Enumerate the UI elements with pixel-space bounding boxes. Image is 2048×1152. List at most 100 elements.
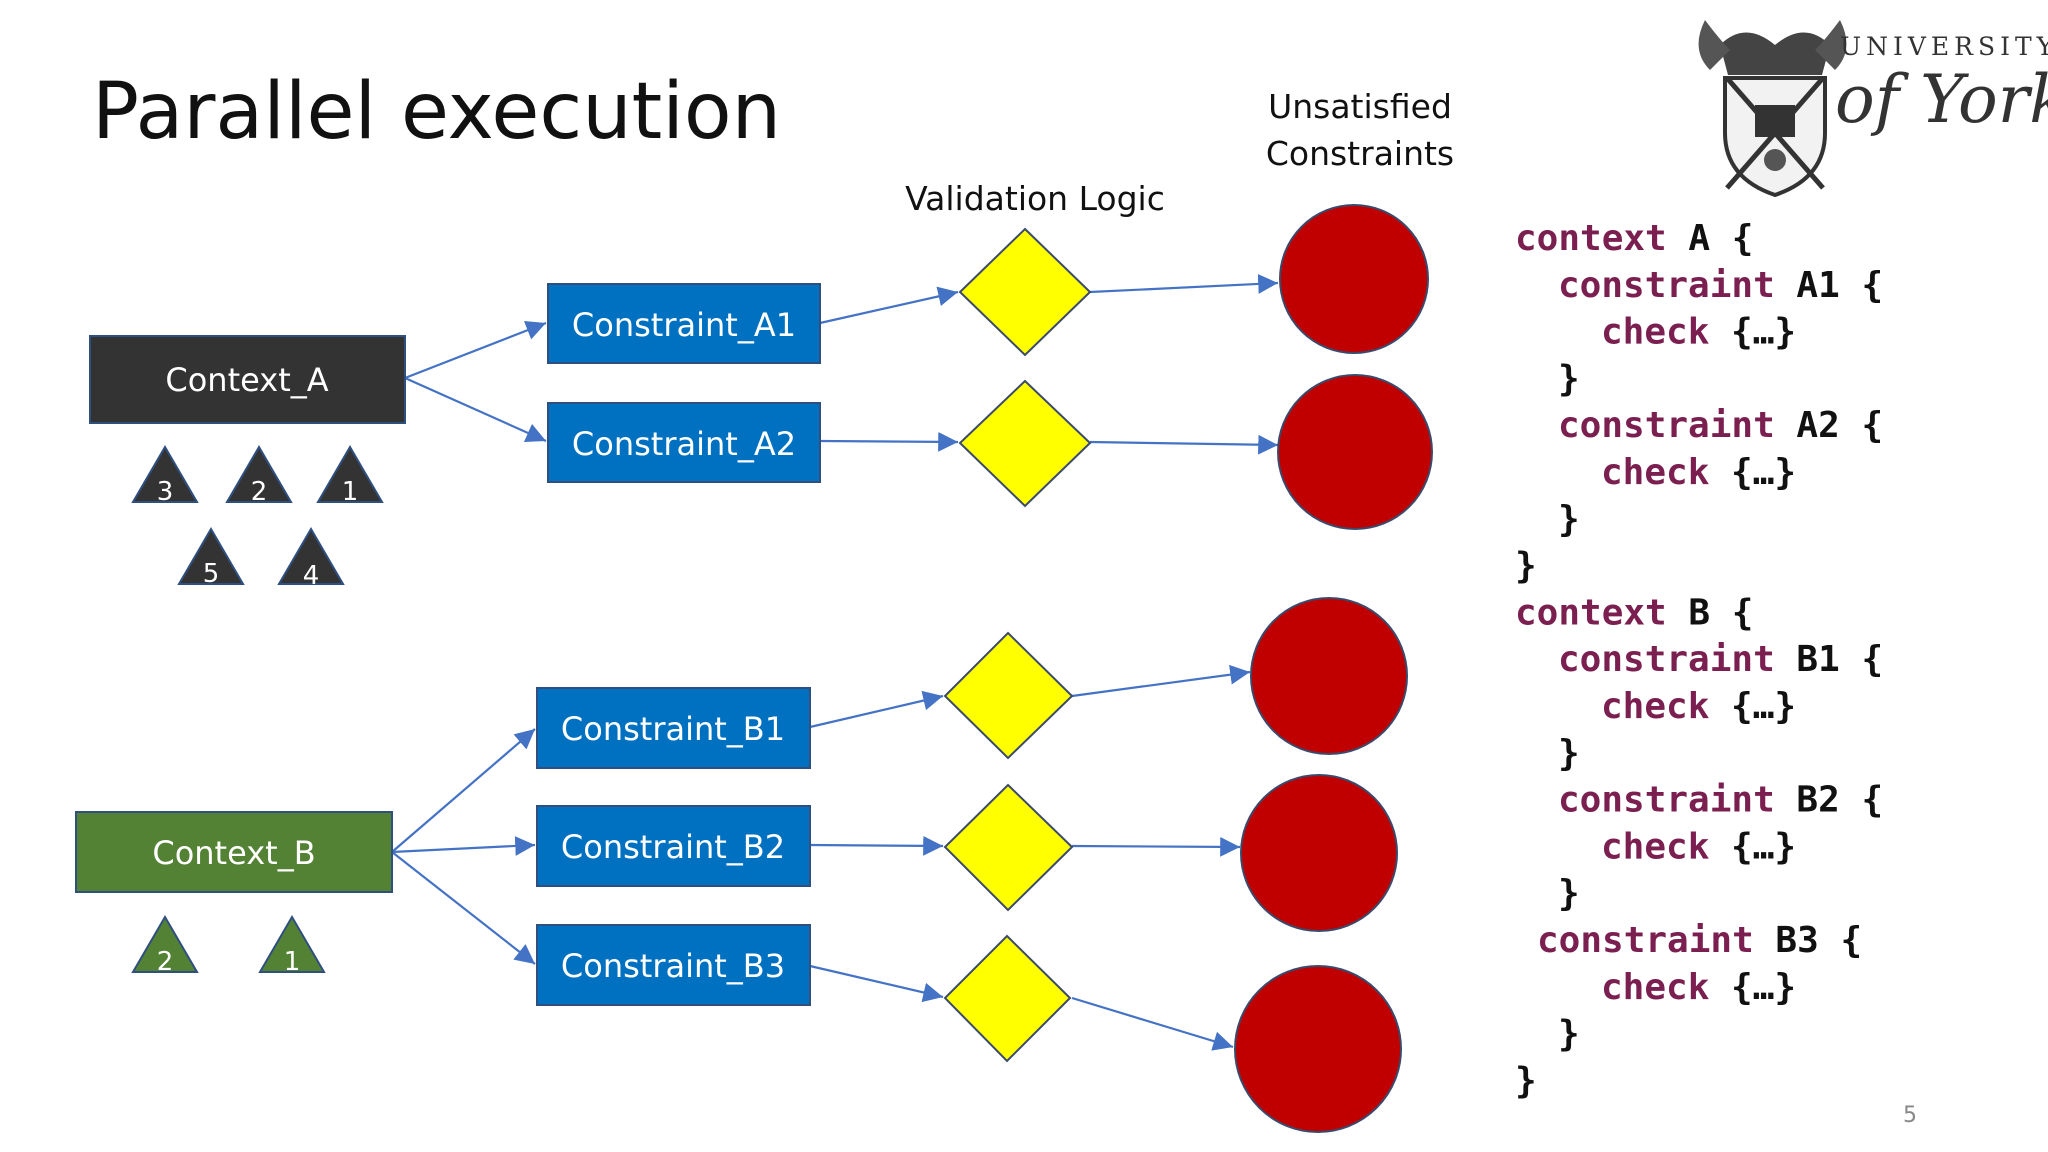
code-token: B1	[1775, 639, 1840, 680]
context-a-label: Context_A	[165, 361, 328, 399]
code-token: constraint	[1537, 920, 1754, 961]
code-token: A2	[1775, 405, 1840, 446]
code-line: }	[1558, 358, 1580, 399]
unsatisfied-circle-b2	[1240, 774, 1398, 932]
code-token: constraint	[1558, 405, 1775, 446]
code-token: B2	[1775, 780, 1840, 821]
code-token: {	[1840, 780, 1883, 821]
code-line: constraint B1 {	[1558, 639, 1883, 680]
code-line: context B {	[1515, 592, 1753, 633]
code-token: }	[1558, 1014, 1580, 1055]
code-token: {	[1840, 639, 1883, 680]
code-line: context A {	[1515, 218, 1753, 259]
code-line: constraint B2 {	[1558, 780, 1883, 821]
code-token: context	[1515, 592, 1667, 633]
code-token: check	[1601, 826, 1710, 867]
constraint-b1-label: Constraint_B1	[561, 710, 785, 748]
unsatisfied-circle-b3	[1234, 965, 1402, 1133]
context-b-label: Context_B	[152, 834, 315, 872]
unsatisfied-label-line2: Constraints	[1266, 134, 1454, 173]
svg-text:1: 1	[284, 947, 301, 977]
slide-title: Parallel execution	[92, 67, 781, 157]
code-line: check {…}	[1601, 452, 1796, 493]
logo-text-university: UNIVERSITY	[1840, 32, 2048, 61]
constraint-a2-label: Constraint_A2	[572, 425, 796, 463]
code-token: constraint	[1558, 639, 1775, 680]
svg-text:2: 2	[157, 947, 174, 977]
validation-diamonds	[943, 227, 1092, 1063]
code-token: {	[1710, 592, 1753, 633]
code-token: A1	[1775, 265, 1840, 306]
arrow-context-b-to-b3	[391, 851, 536, 965]
code-line: constraint A2 {	[1558, 405, 1883, 446]
crest-icon	[1698, 20, 1847, 198]
code-token: }	[1558, 873, 1580, 914]
university-logo: UNIVERSITY of York	[1698, 20, 2048, 198]
code-token: check	[1601, 967, 1710, 1008]
code-line: check {…}	[1601, 312, 1796, 353]
constraint-box-a1: Constraint_A1	[547, 283, 821, 364]
context-a: Context_A	[89, 335, 406, 424]
code-line: }	[1558, 733, 1580, 774]
code-token: {	[1710, 218, 1753, 259]
validation-diamond-a1	[958, 227, 1092, 357]
arrow-logic-to-circle-a1	[1089, 274, 1279, 294]
arrow-b2-to-logic	[809, 835, 944, 856]
validation-logic-label: Validation Logic	[905, 179, 1165, 218]
constraint-a1-label: Constraint_A1	[572, 306, 796, 344]
arrow-a2-to-logic	[819, 431, 959, 452]
code-token: check	[1601, 452, 1710, 493]
svg-text:2: 2	[251, 477, 268, 507]
code-line: }	[1558, 873, 1580, 914]
arrow-b1-to-logic	[809, 690, 944, 729]
arrow-logic-to-circle-b2	[1071, 836, 1241, 857]
code-token: {…}	[1709, 967, 1796, 1008]
code-line: check {…}	[1601, 826, 1796, 867]
context-b: Context_B	[75, 811, 393, 893]
triangle-a-4: 4	[277, 527, 345, 591]
code-token: constraint	[1558, 265, 1775, 306]
code-token: B3	[1754, 920, 1819, 961]
code-token: }	[1515, 546, 1537, 587]
context-b-triangles: 2 1	[131, 915, 326, 977]
constraint-box-b2: Constraint_B2	[536, 805, 811, 887]
code-token: B	[1667, 592, 1710, 633]
triangle-a-1: 1	[316, 445, 384, 507]
unsatisfied-circle-a1	[1279, 204, 1429, 354]
code-token: {	[1840, 405, 1883, 446]
unsatisfied-circle-b1	[1250, 597, 1408, 755]
triangle-a-5: 5	[177, 527, 245, 589]
code-token: {…}	[1709, 826, 1796, 867]
code-token: }	[1558, 499, 1580, 540]
code-token: }	[1558, 358, 1580, 399]
triangle-b-2: 2	[131, 915, 199, 977]
code-token: check	[1601, 686, 1710, 727]
code-token: {…}	[1709, 312, 1796, 353]
code-token: check	[1601, 312, 1710, 353]
constraint-box-a2: Constraint_A2	[547, 402, 821, 483]
svg-text:5: 5	[203, 559, 220, 589]
unsatisfied-label-line1: Unsatisfied	[1268, 87, 1452, 126]
code-line: constraint B3 {	[1537, 920, 1862, 961]
validation-diamond-b2	[943, 783, 1074, 912]
page-number: 5	[1903, 1103, 1917, 1128]
logo-text-of-york: of York	[1835, 61, 2048, 138]
validation-diamond-b1	[943, 631, 1074, 760]
code-line: check {…}	[1601, 686, 1796, 727]
code-line: }	[1515, 546, 1537, 587]
arrow-a1-to-logic	[819, 286, 959, 325]
triangle-b-1: 1	[258, 915, 326, 977]
arrow-context-a-to-a1	[404, 320, 547, 380]
arrow-context-b-to-b2	[391, 836, 536, 856]
validation-diamond-a2	[958, 379, 1092, 508]
code-token: A	[1667, 218, 1711, 259]
arrow-logic-to-circle-b1	[1071, 664, 1251, 698]
svg-text:1: 1	[342, 477, 359, 507]
arrow-logic-to-circle-a2	[1089, 434, 1279, 455]
code-token: {…}	[1709, 452, 1796, 493]
constraint-box-b3: Constraint_B3	[536, 924, 811, 1006]
triangle-a-3: 3	[131, 445, 199, 507]
constraint-b2-label: Constraint_B2	[561, 828, 785, 866]
code-token: constraint	[1558, 780, 1775, 821]
code-token: }	[1558, 733, 1580, 774]
